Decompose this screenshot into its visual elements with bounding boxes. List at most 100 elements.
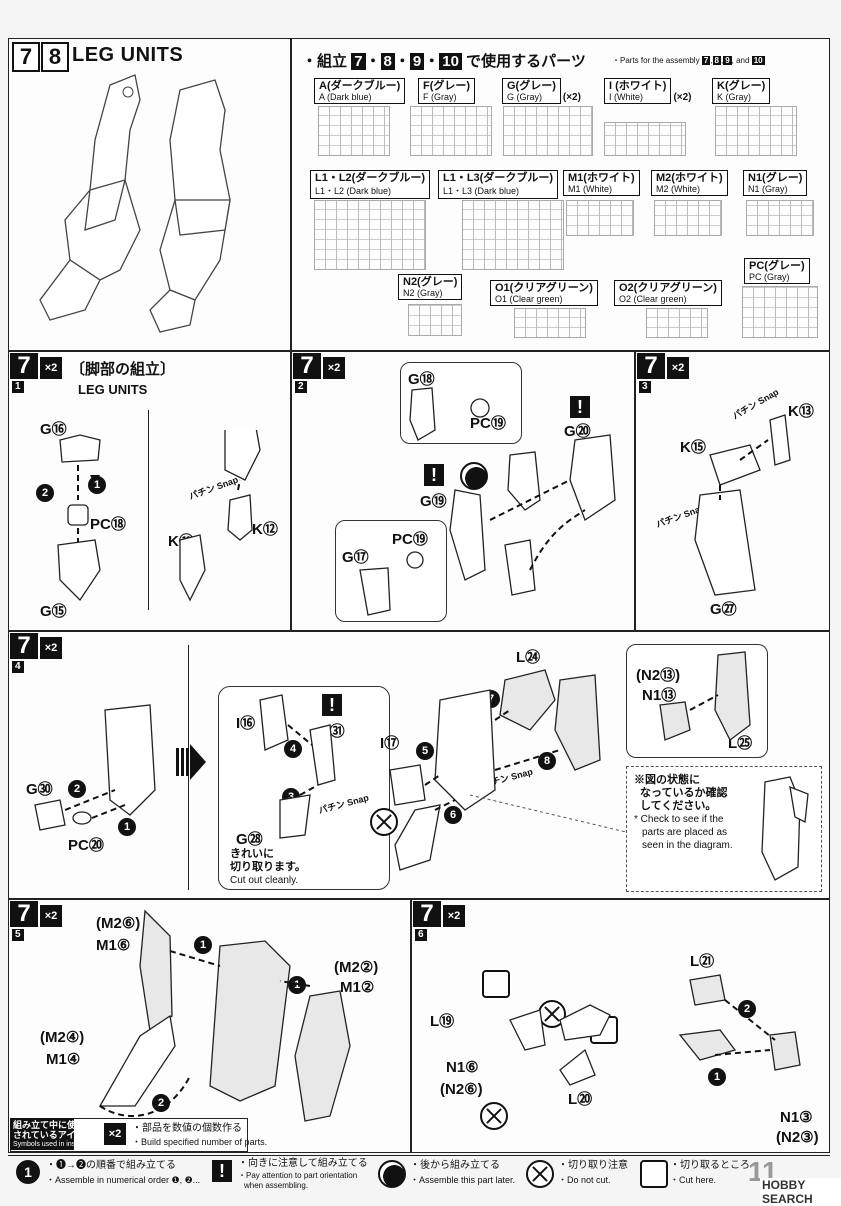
step6-arrow-1: 1: [708, 1068, 726, 1086]
step1-arrow-2: 2: [36, 484, 54, 502]
step6-sub: 6: [415, 929, 427, 941]
step6-cut-here-icon-1: [482, 970, 510, 998]
step6-label-l20: L⑳: [568, 1091, 593, 1108]
step1-number: 7: [10, 353, 38, 379]
legend-build-icon: ×2: [104, 1123, 126, 1145]
step4-cut-note-en: Cut out cleanly.: [230, 875, 299, 886]
step1-label-g15: G⑮: [40, 603, 67, 620]
step4-label-i17: I⑰: [380, 735, 400, 752]
step4-check-en-3: seen in the diagram.: [642, 840, 733, 851]
step4-label-l24: L㉔: [516, 649, 541, 666]
step1-label-k12: K⑫: [252, 521, 278, 538]
footer-orient-en-2: when assembling.: [244, 1181, 309, 1190]
part-label-pc: PC(グレー)PC (Gray): [744, 258, 810, 284]
step1-sub: 1: [12, 381, 24, 393]
step4-next-arrow-icon: [176, 744, 206, 780]
step6-label-n23: (N2③): [776, 1129, 819, 1146]
parts-heading-num-8: 8: [380, 53, 395, 70]
part-label-f: F(グレー)F (Gray): [418, 78, 476, 104]
step1-multiplier: ×2: [40, 357, 62, 379]
runner-f: [410, 106, 492, 156]
step6-diagram: [509, 974, 801, 1086]
part-card-m1: M1(ホワイト)M1 (White): [563, 170, 640, 197]
step1-title-en: LEG UNITS: [78, 382, 148, 397]
step4-main-diagram: [389, 669, 601, 871]
runner-g: [503, 106, 593, 156]
step2-orientation-icon-1: !: [570, 396, 590, 418]
step5-label-m22: (M2②): [334, 959, 379, 976]
leg-units-illustration: [39, 74, 231, 333]
footer-top-rule: [8, 1155, 830, 1156]
part-card-n2: N2(グレー)N2 (Gray): [398, 274, 463, 301]
step6-label-n26: (N2⑥): [440, 1081, 483, 1098]
footer-cut-en: ・Cut here.: [670, 1175, 717, 1185]
step4-check-jp-1: ※図の状態に: [634, 774, 700, 786]
step4-orientation-icon: !: [322, 694, 342, 716]
part-label-k: K(グレー)K (Gray): [712, 78, 771, 104]
footer-later-icon: [378, 1160, 406, 1188]
step4-label-pc20: PC⑳: [68, 837, 104, 854]
step4-label-l25: L㉕: [728, 735, 753, 752]
step2-callout-bottom: [335, 520, 447, 622]
step5-label-m14: M1④: [46, 1051, 81, 1068]
runner-pc: [742, 286, 818, 338]
runner-o1: [514, 308, 586, 338]
step4-label-n113: N1⑬: [642, 687, 677, 704]
step2-multiplier: ×2: [323, 357, 345, 379]
step4-arrow-8: 8: [538, 752, 556, 770]
footer-nocut-icon: [526, 1160, 554, 1188]
footer-orient-en-1: ・Pay attention to part orientation: [238, 1171, 358, 1180]
footer-later-jp: ・後から組み立てる: [410, 1160, 500, 1171]
step-number-8: 8: [41, 42, 69, 72]
parts-heading-num-7: 7: [351, 53, 366, 70]
runner-m1: [566, 200, 634, 236]
runner-n2: [408, 304, 462, 336]
step4-label-n213: (N2⑬): [636, 667, 681, 684]
step1-label-g16: G⑯: [40, 421, 67, 438]
legend-build-jp: ・部品を数値の個数作る: [132, 1123, 242, 1134]
step4-nocut-icon: [370, 808, 398, 836]
step4-multiplier: ×2: [40, 637, 62, 659]
part-label-o2: O2(クリアグリーン)O2 (Clear green): [614, 280, 722, 306]
step4-arrow-1: 1: [118, 818, 136, 836]
step4-number: 7: [10, 633, 38, 659]
step-divider-1: [290, 351, 292, 631]
legend-build-en: ・Build specified number of parts.: [132, 1137, 268, 1147]
step3-label-k15: K⑮: [680, 439, 706, 456]
step4-cut-note-jp-2: 切り取ります。: [230, 861, 306, 873]
step4-check-diagram: [761, 776, 809, 881]
step2-label-pc19-top: PC⑲: [470, 415, 506, 432]
part-card-l1-l2: L1・L2(ダークブルー)L1・L2 (Dark blue): [310, 170, 430, 199]
step2-label-g18: G⑱: [408, 371, 435, 388]
legend-title: [10, 1118, 74, 1150]
step5-label-m26: (M2⑥): [96, 915, 141, 932]
footer-numerical-en: ・Assemble in numerical order ❶, ❷...: [46, 1175, 201, 1185]
runner-m2: [654, 200, 722, 236]
step4-label-g28: G㉘: [236, 831, 263, 848]
parts-heading-jp: ・組立: [302, 53, 348, 70]
part-card-k: K(グレー)K (Gray): [712, 78, 771, 105]
step3-multiplier: ×2: [667, 357, 689, 379]
parts-heading-num-10: 10: [439, 53, 462, 70]
footer-numerical-jp: ・❶→❷の順番で組み立てる: [46, 1160, 176, 1171]
step4-left-diagram: [34, 704, 156, 831]
step2-sub: 2: [295, 381, 307, 393]
step3-sub: 3: [639, 381, 651, 393]
step1-title-jp: 〔脚部の組立〕: [70, 361, 176, 378]
step-number-7: 7: [12, 42, 40, 72]
step4-arrow-4: 4: [284, 740, 302, 758]
parts-heading-jp-tail: で使用するパーツ: [466, 53, 586, 70]
step4-check-en-2: parts are placed as: [642, 827, 728, 838]
step-divider-3: [410, 899, 412, 1153]
step4-check-jp-3: してください。: [640, 800, 717, 812]
part-label-n1: N1(グレー)N1 (Gray): [743, 170, 808, 196]
part-label-a: A(ダークブルー)A (Dark blue): [314, 78, 406, 104]
step4-sub: 4: [12, 661, 24, 673]
step1-label-pc18: PC⑱: [90, 516, 126, 533]
step2-orientation-icon-2: !: [424, 464, 444, 486]
step4-callout-diagram: [259, 694, 336, 839]
step1-diagram: [57, 430, 261, 602]
step1-arrow-1: 1: [88, 476, 106, 494]
runner-l1-l2: [314, 200, 426, 270]
part-label-n2: N2(グレー)N2 (Gray): [398, 274, 463, 300]
